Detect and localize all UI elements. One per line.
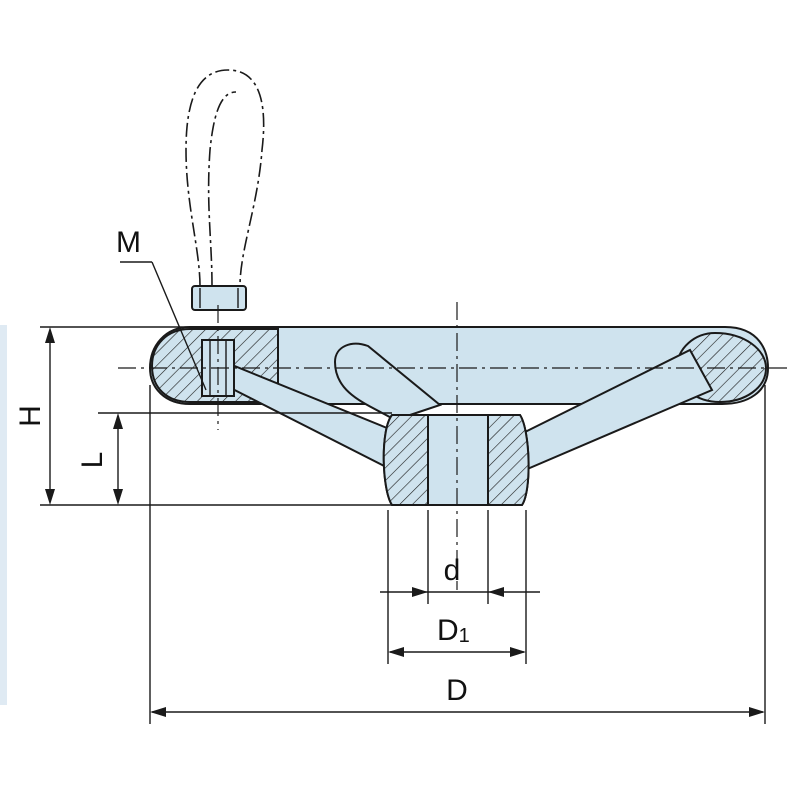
left-accent-bar [0,325,7,705]
hub-section-right [487,414,530,506]
handle-grip [185,69,265,287]
hub-bore [427,414,489,506]
dim-D-arrow-right [749,707,765,717]
label-d: d [444,554,461,587]
dim-D1-arrow-left [388,647,404,657]
dim-L-arrow-top [113,413,123,429]
dim-H-arrow-top [45,327,55,343]
hub-section-left [382,414,429,506]
dim-d-arrow-left [412,587,428,597]
label-M: M [116,226,141,259]
dim-D-arrow-left [150,707,166,717]
dim-H-arrow-bottom [45,489,55,505]
dim-D1-arrow-right [510,647,526,657]
handle-grip-inner [207,91,237,287]
handle-stem [191,285,247,311]
leader-M-line [151,261,207,391]
wheel-rim [148,326,770,405]
label-D: D [446,674,468,707]
label-D1: D1 [437,614,470,647]
label-L: L [76,452,109,469]
dim-L-arrow-bottom [113,489,123,505]
label-H: H [14,405,47,427]
dim-d-arrow-right [488,587,504,597]
